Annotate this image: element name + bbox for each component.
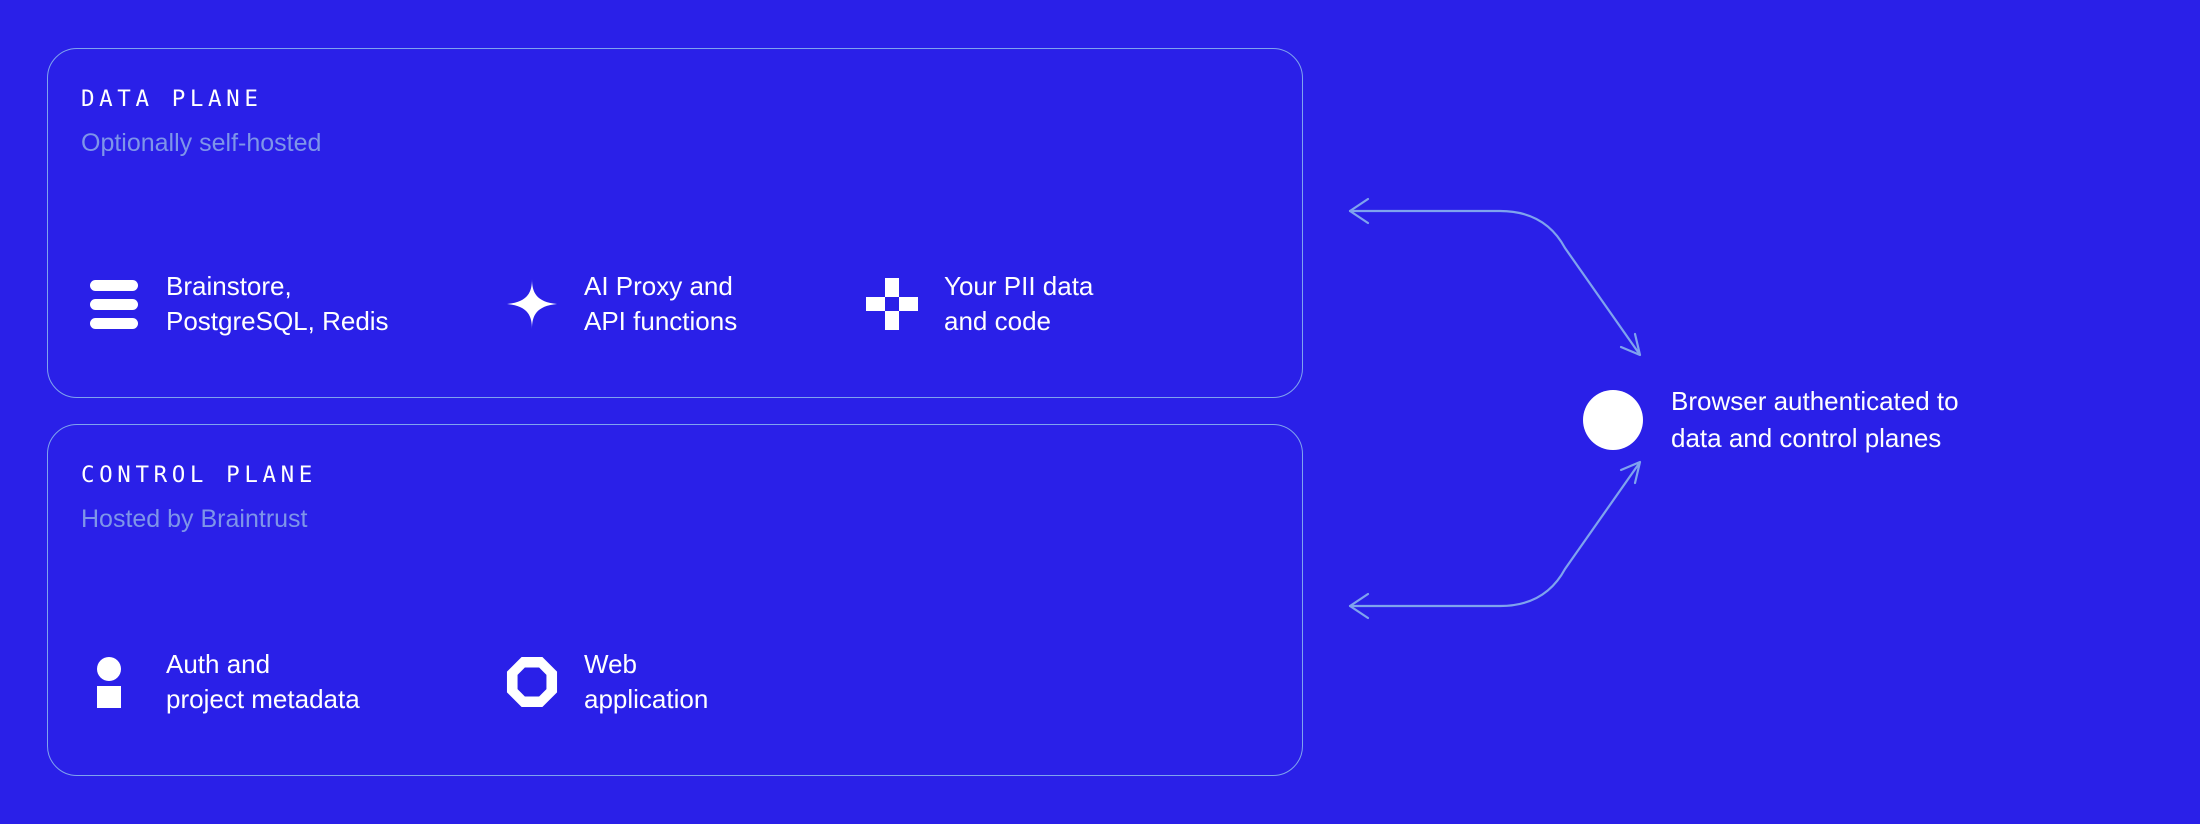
data-plane-title: DATA PLANE [81,86,263,112]
data-plane-panel: DATA PLANE Optionally self-hosted Brains… [47,48,1303,398]
control-plane-panel: CONTROL PLANE Hosted by Braintrust Auth … [47,424,1303,776]
control-plane-title: CONTROL PLANE [81,462,317,488]
control-plane-subtitle: Hosted by Braintrust [81,505,308,533]
plus-icon [866,278,918,330]
octagon-icon [506,656,558,708]
control-plane-item-auth[interactable]: Auth and project metadata [88,647,360,717]
person-icon [88,656,140,708]
connector-control-plane-to-browser [1348,460,1642,620]
browser-node[interactable]: Browser authenticated to data and contro… [1583,383,1959,457]
browser-node-label: Browser authenticated to data and contro… [1671,386,1959,453]
data-plane-item-pii[interactable]: Your PII data and code [866,269,1093,339]
data-plane-item-label: Your PII data and code [944,271,1094,336]
control-plane-items: Auth and project metadata Web applicatio… [48,425,1302,775]
data-plane-item-ai-proxy[interactable]: AI Proxy and API functions [506,269,737,339]
control-plane-item-web-application[interactable]: Web application [506,647,708,717]
data-plane-item-label: AI Proxy and API functions [584,271,738,336]
circle-icon [1583,390,1643,450]
connector-data-plane-to-browser [1348,197,1642,357]
data-plane-item-brainstore[interactable]: Brainstore, PostgreSQL, Redis [88,269,389,339]
data-plane-subtitle: Optionally self-hosted [81,129,322,157]
control-plane-item-label: Auth and project metadata [166,649,360,714]
data-plane-items: Brainstore, PostgreSQL, Redis AI Proxy a… [48,49,1302,397]
data-plane-item-label: Brainstore, PostgreSQL, Redis [166,271,389,336]
sparkle-icon [506,278,558,330]
stack-icon [88,278,140,330]
control-plane-item-label: Web application [584,649,709,714]
